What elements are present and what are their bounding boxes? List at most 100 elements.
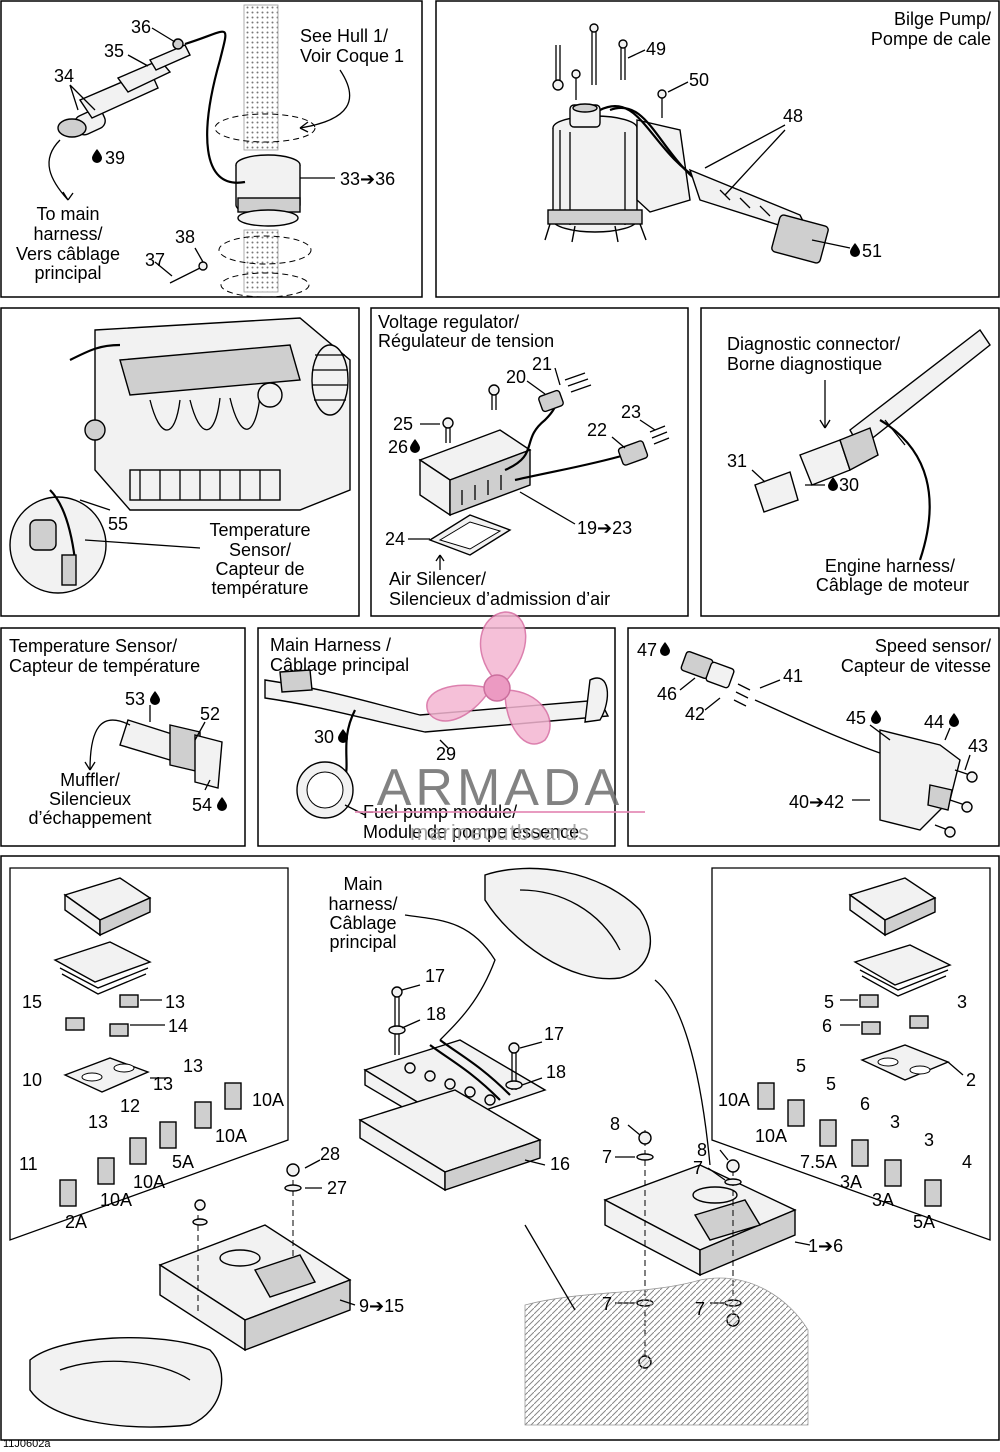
callout-20: 20 [506,367,526,387]
speed-title-1: Speed sensor/ [875,636,991,656]
fuse-center-note-3: Câblage [329,913,396,933]
box-1-6: 1➔6 [808,1236,843,1256]
diagnostic-title-1: Diagnostic connector/ [727,334,900,354]
panel-engine-temperature: Temperature Sensor/ Capteur de températu… [0,307,360,617]
callout-34: 34 [54,66,74,86]
fuse-r-10a-a: 10A [718,1090,750,1110]
panel-fuse-boxes [0,855,1000,1441]
fuse-r-5c: 5 [826,1074,836,1094]
callout-25: 25 [393,414,413,434]
fuse-r-3c: 3 [924,1130,934,1150]
fuse-r-3a: 3 [957,992,967,1012]
fuse-l-13c: 13 [153,1074,173,1094]
callout-44: 44 [924,712,944,732]
diagnostic-note-1: Engine harness/ [825,556,955,576]
fuse-r-2: 2 [966,1070,976,1090]
panel-hull: See Hull 1/ Voir Coque 1 To main harness… [0,0,423,298]
main-harness-title-2: Câblage principal [270,655,409,675]
hull-note-4: principal [34,263,101,283]
fuse-l-14: 14 [168,1016,188,1036]
watermark-sub: marineoutboards [410,820,590,845]
bilge-title-1: Bilge Pump/ [894,9,991,29]
callout-41: 41 [783,666,803,686]
callout-48: 48 [783,106,803,126]
callout-52: 52 [200,704,220,724]
callout-26: 26 [388,437,408,457]
fuse-labels: Main harness/ Câblage principal 15 13 14… [19,874,976,1319]
panel-diagnostic-connector: Diagnostic connector/ Borne diagnostique… [700,307,1000,617]
diagnostic-note-2: Câblage de moteur [816,575,969,595]
panel-voltage-regulator: Voltage regulator/ Régulateur de tension… [370,307,689,617]
callout-36: 36 [131,17,151,37]
fuse-l-10a-d: 10A [100,1190,132,1210]
fuse-r-5b: 5 [796,1056,806,1076]
diagnostic-title-2: Borne diagnostique [727,354,882,374]
callout-30: 30 [839,475,859,495]
temp-sensor-note-2: Silencieux [49,789,131,809]
main-harness-title-1: Main Harness / [270,635,391,655]
hull-title-1: See Hull 1/ [300,26,388,46]
fuse-center-note-1: Main [343,874,382,894]
fuse-l-11: 11 [19,1154,38,1174]
panel-main-harness: Main Harness / Câblage principal Fuel pu… [257,627,616,847]
fuse-c-17b: 17 [544,1024,564,1044]
hull-note-1: To main [36,204,99,224]
callout-22: 22 [587,420,607,440]
fuse-l-13b: 13 [183,1056,203,1076]
fuse-l-12: 12 [120,1096,140,1116]
regulator-note-2: Silencieux d’admission d’air [389,589,610,609]
hull-note-3: Vers câblage [16,244,120,264]
fuse-r-5a-b: 5A [913,1212,935,1232]
callout-30b: 30 [314,727,334,747]
box-7d: 7 [695,1299,705,1319]
connector-parts [57,38,191,138]
fuse-r-4: 4 [962,1152,972,1172]
main-harness-note-2: Module de pompe essence [363,822,579,842]
fuse-l-10: 10 [22,1070,42,1090]
callout-43: 43 [968,736,988,756]
callout-19-23: 19➔23 [577,518,632,538]
fuse-r-3a-a: 3A [840,1172,862,1192]
callout-54: 54 [192,795,212,815]
temp-sensor-note-3: d’échappement [28,808,151,828]
callout-23: 23 [621,402,641,422]
propeller-logo-icon [426,611,551,745]
callout-39: 39 [105,148,125,168]
fuse-l-10a-b: 10A [215,1126,247,1146]
watermark: ARMADA marineoutboards [355,611,645,845]
box-7b: 7 [693,1158,703,1178]
callout-21: 21 [532,354,552,374]
box-8b: 8 [697,1140,707,1160]
fuse-l-15: 15 [22,992,42,1012]
fuse-c-17a: 17 [425,966,445,986]
callout-29: 29 [436,744,456,764]
fuse-center-note-2: harness/ [328,894,397,914]
callout-50: 50 [689,70,709,90]
callout-51: 51 [862,241,882,261]
callout-45: 45 [846,708,866,728]
callout-42: 42 [685,704,705,724]
regulator-title-2: Régulateur de tension [378,331,554,351]
engine-title-1: Temperature [209,520,310,540]
fuse-r-6a: 6 [822,1016,832,1036]
callout-35: 35 [104,41,124,61]
fuse-r-3a-b: 3A [872,1190,894,1210]
callout-37: 37 [145,250,165,270]
fuse-c-18a: 18 [426,1004,446,1024]
fuse-c-28: 28 [320,1144,340,1164]
figure-code: 11J0602a [3,1438,51,1450]
callout-33-36: 33➔36 [340,169,395,189]
temp-sensor-title-2: Capteur de température [9,656,200,676]
hull-title-2: Voir Coque 1 [300,46,404,66]
panel-bilge-pump: Bilge Pump/ Pompe de cale 49 50 48 51 [435,0,1000,298]
speed-title-2: Capteur de vitesse [841,656,991,676]
fuse-l-10a-a: 10A [252,1090,284,1110]
callout-53: 53 [125,689,145,709]
regulator-note-1: Air Silencer/ [389,569,486,589]
fuse-c-9-15: 9➔15 [359,1296,404,1316]
callout-40-42: 40➔42 [789,792,844,812]
hull-note-2: harness/ [33,224,102,244]
temp-sensor-title-1: Temperature Sensor/ [9,636,177,656]
fuse-r-5a: 5 [824,992,834,1012]
